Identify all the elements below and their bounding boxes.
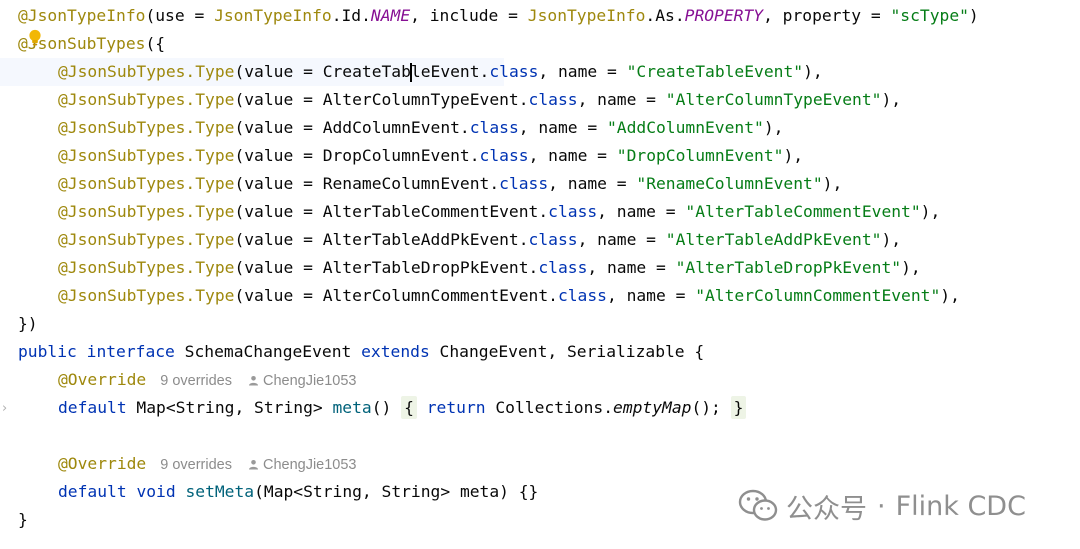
code-line-subtype-4: @JsonSubTypes.Type(value = DropColumnEve…: [58, 146, 804, 165]
annotation: @JsonTypeInfo: [18, 6, 146, 25]
code-line-setmeta-method: default void setMeta(Map<String, String>…: [58, 482, 539, 501]
author-hint[interactable]: ChengJie1053: [262, 457, 357, 473]
code-line-json-type-info: @JsonTypeInfo(use = JsonTypeInfo.Id.NAME…: [18, 6, 979, 25]
brace-highlight: {: [401, 396, 417, 419]
watermark: 公众号 · Flink CDC: [738, 486, 1026, 526]
user-icon: [248, 367, 259, 395]
lightbulb-icon[interactable]: [28, 29, 42, 47]
code-line-close-annotation: }): [18, 314, 38, 333]
code-line-subtype-9: @JsonSubTypes.Type(value = AlterColumnCo…: [58, 286, 960, 305]
overrides-hint[interactable]: 9 overrides: [160, 457, 232, 473]
user-icon: [248, 451, 259, 479]
code-line-subtype-3: @JsonSubTypes.Type(value = AddColumnEven…: [58, 118, 784, 137]
code-line-subtype-7: @JsonSubTypes.Type(value = AlterTableAdd…: [58, 230, 902, 249]
code-line-subtype-5: @JsonSubTypes.Type(value = RenameColumnE…: [58, 174, 843, 193]
watermark-account: 公众号: [786, 493, 867, 525]
brace-highlight: }: [730, 396, 747, 419]
code-line-close-class: }: [18, 510, 28, 529]
overrides-hint[interactable]: 9 overrides: [160, 373, 232, 389]
watermark-name: Flink CDC: [895, 490, 1026, 522]
code-line-subtype-8: @JsonSubTypes.Type(value = AlterTableDro…: [58, 258, 921, 277]
annotation: @JsonSubTypes: [18, 34, 146, 53]
text-caret: [409, 63, 412, 82]
code-line-meta-method: default Map<String, String> meta() { ret…: [18, 394, 747, 422]
code-line-subtype-6: @JsonSubTypes.Type(value = AlterTableCom…: [58, 202, 941, 221]
wechat-icon: [738, 489, 778, 521]
fold-chevron-icon[interactable]: ›: [2, 401, 8, 416]
watermark-separator: ·: [877, 490, 886, 522]
code-line-subtype-1: @JsonSubTypes.Type(value = CreateTableEv…: [0, 58, 823, 86]
author-hint[interactable]: ChengJie1053: [262, 373, 357, 389]
code-line-json-subtypes: @JsonSubTypes({: [18, 34, 166, 53]
code-line-interface-declaration: public interface SchemaChangeEvent exten…: [18, 342, 705, 361]
code-line-subtype-2: @JsonSubTypes.Type(value = AlterColumnTy…: [58, 90, 902, 109]
